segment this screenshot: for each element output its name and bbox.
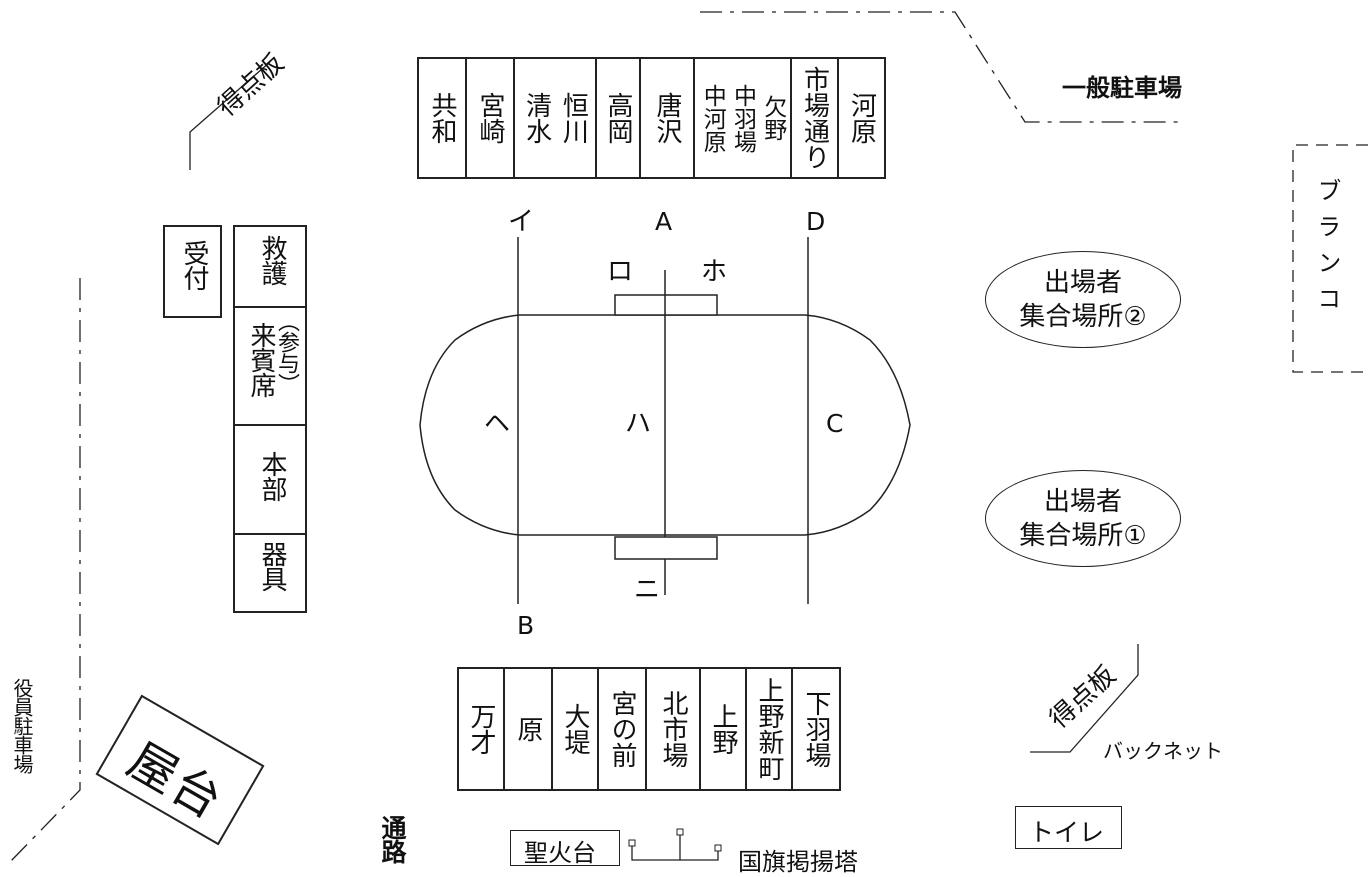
team-cell: 北市場 <box>647 669 701 789</box>
team-cell: 宮の前 <box>599 669 647 789</box>
general-parking-label: 一般駐車場 <box>1062 74 1182 102</box>
backnet-label: バックネット <box>1103 739 1223 763</box>
mark-ho: ホ <box>701 257 728 287</box>
mark-ha: ハ <box>625 409 652 439</box>
team-cell: 宮崎 <box>467 59 515 177</box>
mark-d: D <box>806 207 826 236</box>
headquarters-label: 本部 <box>257 451 287 501</box>
bottom-team-table: 万才 原 大堤 宮の前 北市場 上野 上野新町 下羽場 <box>457 667 841 791</box>
first-aid-label: 救護 <box>257 235 287 285</box>
passage-label: 通路 <box>378 815 407 863</box>
team-cell: 原 <box>505 669 553 789</box>
mark-ni: ニ <box>634 575 661 605</box>
headquarters-column: 救護 来賓席 （参与） 本部 器具 <box>233 225 307 613</box>
scoreboard-2-line <box>1030 644 1139 753</box>
first-aid-cell: 救護 <box>235 227 305 308</box>
team-cell: 市場通り <box>792 59 839 177</box>
equipment-cell: 器具 <box>235 535 305 611</box>
reception-box: 受付 <box>163 225 222 318</box>
guest-seat-cell: 来賓席 （参与） <box>235 308 305 426</box>
scoreboard-1-line <box>189 61 271 170</box>
mark-c: C <box>826 409 844 438</box>
reception-label: 受付 <box>179 240 209 290</box>
staff-parking-boundary <box>9 278 81 863</box>
general-parking-boundary <box>700 11 1180 123</box>
team-cell: 上野新町 <box>747 669 793 789</box>
stall-box <box>95 694 265 846</box>
flagpole-label: 国旗掲揚塔 <box>738 848 858 876</box>
team-cell: 共和 <box>419 59 467 177</box>
team-cell: 高岡 <box>597 59 641 177</box>
team-cell: 上野 <box>701 669 747 789</box>
assembly-area-2: 出場者 集合場所② <box>985 251 1181 348</box>
mark-i: イ <box>508 207 535 237</box>
team-cell: 万才 <box>459 669 505 789</box>
toilet-box: トイレ <box>1015 806 1122 849</box>
staff-parking-label: 役員駐車場 <box>10 678 34 773</box>
bottom-marker <box>614 536 718 560</box>
top-team-table: 共和 宮崎 清水恒川 高岡 唐沢 中河原中羽場欠野 市場通り 河原 <box>417 57 886 179</box>
advisor-label: （参与） <box>274 310 299 394</box>
assembly-area-2-label: 出場者 集合場所② <box>1019 267 1147 332</box>
toilet-label: トイレ <box>1029 818 1105 847</box>
mark-b: B <box>517 611 535 640</box>
swing-boundary <box>1292 144 1368 373</box>
torch-stand-box: 聖火台 <box>510 830 620 867</box>
mark-a: A <box>655 207 673 236</box>
team-cell: 唐沢 <box>641 59 695 177</box>
headquarters-cell: 本部 <box>235 426 305 535</box>
swing-label: ブランコ <box>1313 178 1341 322</box>
team-cell: 清水恒川 <box>515 59 597 177</box>
torch-stand-label: 聖火台 <box>524 839 596 867</box>
flagpole-lines <box>631 833 719 861</box>
mark-he: ヘ <box>484 409 511 439</box>
equipment-label: 器具 <box>257 541 287 591</box>
assembly-area-1-label: 出場者 集合場所① <box>1019 486 1147 551</box>
track-outline <box>419 314 911 536</box>
assembly-area-1: 出場者 集合場所① <box>985 470 1181 567</box>
team-cell: 大堤 <box>553 669 599 789</box>
mark-ro: ロ <box>607 257 634 287</box>
team-cell: 下羽場 <box>801 690 831 768</box>
team-cell: 河原 <box>846 92 877 144</box>
team-cell: 中河原中羽場欠野 <box>695 59 792 177</box>
guest-seat-label: 来賓席 <box>246 322 276 397</box>
top-marker <box>614 294 718 316</box>
